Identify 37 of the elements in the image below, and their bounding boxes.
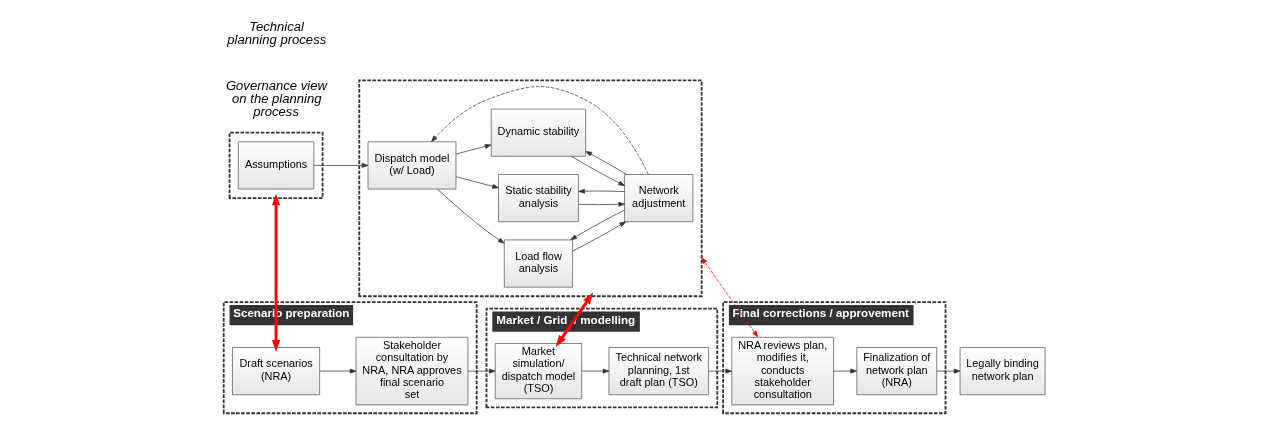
arrow	[707, 368, 732, 374]
arrow	[455, 144, 491, 155]
arrow	[271, 193, 280, 352]
arrow	[436, 188, 504, 244]
node-box: Assumptions	[237, 141, 314, 190]
arrow	[936, 368, 960, 374]
node-box: Load flow analysis	[503, 239, 573, 288]
node-box: Static stability analysis	[497, 174, 579, 223]
arrow	[455, 176, 499, 189]
node-box: Draft scenarios (NRA)	[231, 347, 320, 396]
arrow	[700, 257, 758, 338]
node-box: Legally binding network plan	[959, 347, 1045, 396]
cluster	[228, 131, 323, 199]
arrow	[580, 368, 609, 374]
arrow	[584, 151, 627, 175]
node-box: Dynamic stability	[490, 108, 586, 157]
node-box: Dispatch model (w/ Load)	[367, 141, 456, 190]
arrow	[313, 163, 368, 168]
node-box: Market simulation/ dispatch model (TSO)	[494, 343, 582, 400]
arrow	[832, 368, 857, 374]
node-box: Technical network planning, 1st draft plan (TSO)	[608, 347, 709, 396]
arrow	[430, 86, 649, 175]
arrow	[577, 201, 625, 207]
node-box: Network adjustment	[623, 174, 693, 223]
node-box: Stakeholder consultation by NRA, NRA approves final scenario set	[355, 336, 468, 406]
arrow	[569, 209, 625, 241]
arrow	[572, 221, 626, 252]
cluster	[357, 79, 703, 298]
arrow	[467, 368, 496, 374]
arrow	[555, 292, 593, 347]
arrow	[570, 156, 625, 186]
node-box: NRA reviews plan, modifies it, conducts stakeholder consultation	[730, 336, 834, 406]
arrow	[318, 368, 356, 374]
label: Governance view on the planning process	[225, 78, 327, 120]
arrow	[577, 188, 625, 194]
node-box: Finalization of network plan (NRA)	[855, 347, 937, 396]
label: Technical planning process	[226, 19, 326, 48]
